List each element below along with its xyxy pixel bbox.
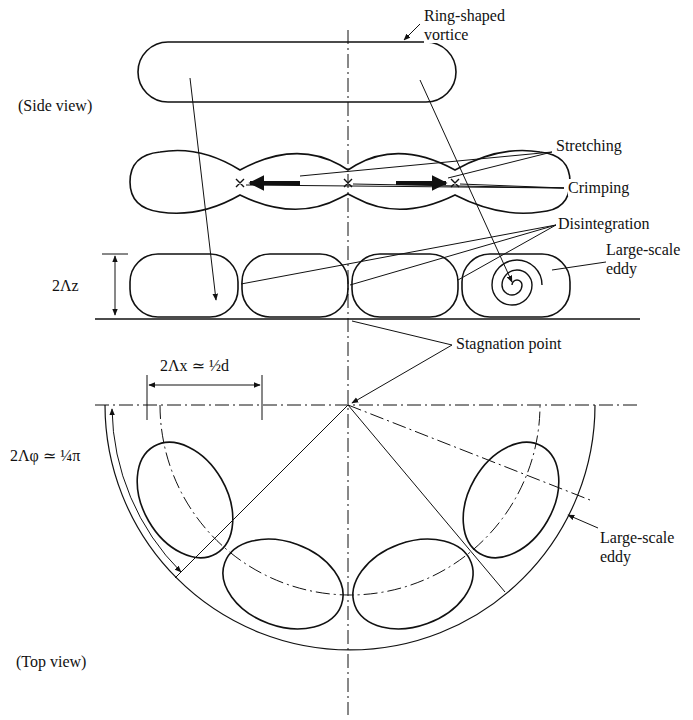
label-text: Large-scale eddy bbox=[600, 529, 674, 565]
label-text: Disintegration bbox=[558, 215, 650, 232]
label-text: Ring-shaped vortice bbox=[424, 7, 505, 43]
stagnation-label: Stagnation point bbox=[456, 334, 606, 353]
label-text: Stretching bbox=[556, 137, 622, 154]
label-text: (Top view) bbox=[16, 653, 86, 670]
label-text: (Side view) bbox=[18, 97, 92, 114]
label-text: Crimping bbox=[568, 179, 629, 196]
dimension-label: 2Λφ ≃ ¼π bbox=[10, 446, 106, 465]
eddy-label: Large-scale eddy bbox=[600, 528, 684, 566]
process-label: Stretching bbox=[556, 136, 676, 155]
label-text: 2Λx ≃ ½d bbox=[160, 357, 229, 374]
view-label: (Side view) bbox=[18, 96, 128, 115]
label-text: Stagnation point bbox=[456, 335, 561, 352]
label-text: 2Λφ ≃ ¼π bbox=[10, 447, 80, 464]
ring-label: Ring-shaped vortice bbox=[424, 6, 534, 44]
eddy-label: Large-scale eddy bbox=[606, 240, 690, 278]
label-text: 2Λz bbox=[52, 277, 79, 294]
dimension-label: 2Λx ≃ ½d bbox=[160, 356, 270, 375]
label-text: Large-scale eddy bbox=[606, 241, 680, 277]
view-label: (Top view) bbox=[16, 652, 126, 671]
process-label: Disintegration bbox=[558, 214, 688, 233]
dimension-label: 2Λz bbox=[52, 276, 112, 295]
process-label: Crimping bbox=[568, 178, 678, 197]
